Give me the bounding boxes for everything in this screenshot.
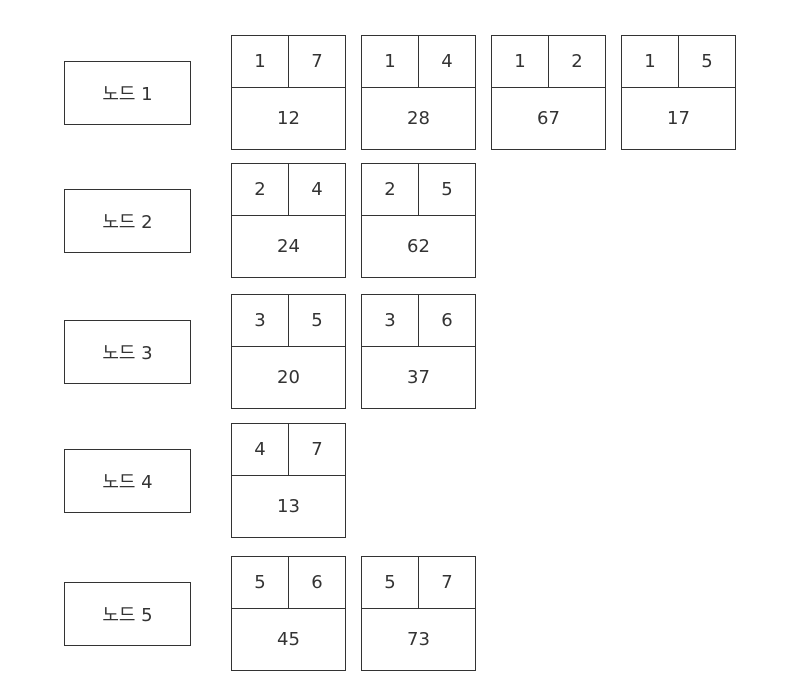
edge-from: 5 [232,557,289,608]
edge-to: 2 [571,51,583,72]
edge-weight: 24 [277,236,300,257]
edge-to: 7 [311,439,323,460]
edge-to: 7 [441,572,453,593]
edge-from: 3 [232,295,289,346]
node-label-1: 노드 1 [64,60,191,125]
edge-weight: 12 [277,108,300,129]
edge-from: 1 [622,36,679,87]
edge-to: 4 [311,179,323,200]
edge-to: 5 [311,310,323,331]
edge-to: 6 [311,572,323,593]
edge-weight: 62 [407,236,430,257]
edge-from: 3 [362,295,419,346]
edge-to: 7 [311,51,323,72]
edge-from: 2 [232,164,289,215]
edge-weight: 17 [667,108,690,129]
edge-weight: 20 [277,367,300,388]
edge-from: 1 [492,36,549,87]
edge-weight: 67 [537,108,560,129]
edge-from: 4 [232,424,289,475]
edge-weight: 73 [407,629,430,650]
edge-to: 4 [441,51,453,72]
node-label-4: 노드 4 [64,448,191,513]
edge-weight: 37 [407,367,430,388]
edge-to: 6 [441,310,453,331]
edge-from: 1 [362,36,419,87]
edge-from: 2 [362,164,419,215]
edge-weight: 28 [407,108,430,129]
node-label-3: 노드 3 [64,319,191,384]
edge-to: 5 [441,179,453,200]
node-label-5: 노드 5 [64,581,191,646]
node-label-2: 노드 2 [64,188,191,253]
edge-from: 1 [232,36,289,87]
edge-from: 5 [362,557,419,608]
edge-weight: 13 [277,496,300,517]
edge-to: 5 [701,51,713,72]
edge-weight: 45 [277,629,300,650]
